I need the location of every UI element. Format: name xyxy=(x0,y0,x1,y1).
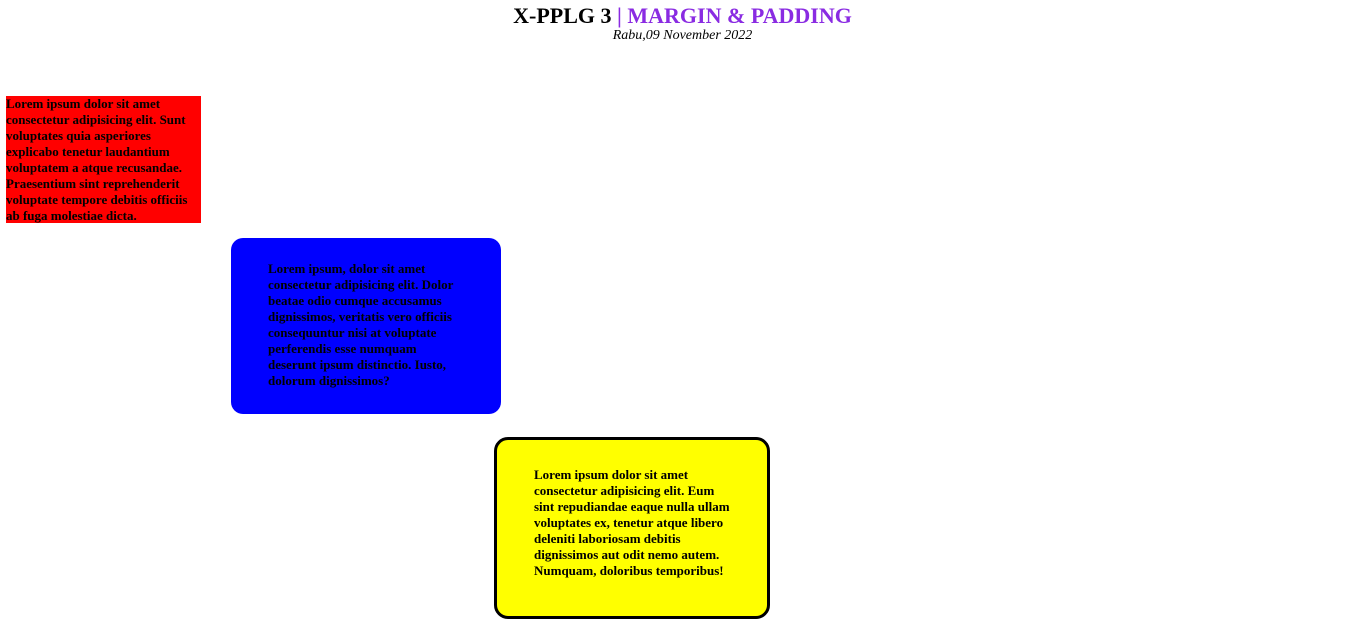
page-date: Rabu,09 November 2022 xyxy=(612,28,753,43)
yellow-box-text: Lorem ipsum dolor sit amet consectetur a… xyxy=(534,467,730,578)
title-class: X-PPLG 3 xyxy=(513,3,618,28)
red-text-box: Lorem ipsum dolor sit amet consectetur a… xyxy=(6,96,201,223)
page-header: X-PPLG 3 | MARGIN & PADDING Rabu,09 Nove… xyxy=(0,4,1365,44)
title-separator: | xyxy=(617,3,628,28)
yellow-text-box: Lorem ipsum dolor sit amet consectetur a… xyxy=(494,437,770,619)
blue-box-text: Lorem ipsum, dolor sit amet consectetur … xyxy=(268,261,454,388)
title-topic: MARGIN & PADDING xyxy=(627,3,852,28)
blue-text-box: Lorem ipsum, dolor sit amet consectetur … xyxy=(231,238,501,414)
red-box-text: Lorem ipsum dolor sit amet consectetur a… xyxy=(6,96,188,223)
page-title: X-PPLG 3 | MARGIN & PADDING xyxy=(0,4,1365,28)
